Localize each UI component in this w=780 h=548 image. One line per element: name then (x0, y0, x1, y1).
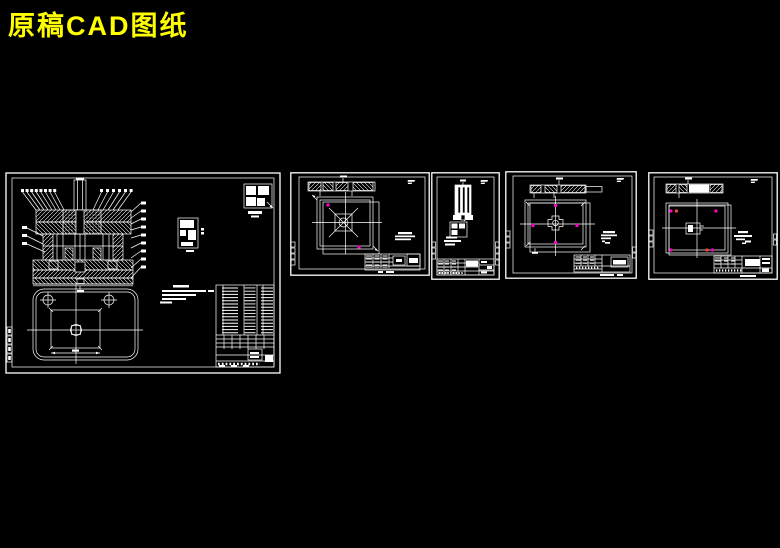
edge-stack (290, 241, 296, 266)
bom-table (215, 284, 275, 368)
sheet-frame (505, 171, 637, 279)
edge-stack (648, 229, 777, 248)
title-block (713, 255, 773, 277)
detail-view (449, 215, 470, 238)
punch-view (453, 179, 473, 221)
section-strip (665, 177, 724, 198)
plate-view (520, 196, 595, 256)
plan-view (27, 284, 143, 364)
notes (395, 232, 415, 241)
title-block (573, 254, 631, 276)
technical-notes (160, 285, 214, 304)
cad-sheet-assembly (5, 172, 281, 374)
corner-mark (407, 180, 415, 184)
part-detail (177, 217, 204, 252)
corner-mark (750, 179, 758, 183)
section-view (32, 177, 134, 293)
corner-mark (616, 178, 624, 182)
signature-stack (6, 326, 13, 363)
sheet-frame (290, 172, 430, 276)
sheet-frame (648, 172, 778, 280)
page-title: 原稿CAD图纸 (8, 11, 189, 41)
edge-stack (431, 241, 500, 266)
section-strip (307, 175, 376, 196)
notes (601, 231, 617, 244)
cad-sheet-plate-2 (505, 171, 637, 279)
balloon-leaders (21, 189, 146, 279)
plate-view (311, 192, 382, 255)
notes (444, 236, 461, 246)
workpiece-detail (243, 183, 274, 218)
notes (734, 231, 752, 244)
plate-view (662, 199, 736, 258)
section-strip (529, 177, 603, 198)
title-block (364, 253, 421, 273)
cad-sheet-plate-1 (290, 172, 430, 276)
sheet-frame (5, 172, 281, 374)
cad-sheet-punch (431, 172, 500, 280)
corner-mark (480, 180, 488, 184)
cad-sheet-plate-3 (648, 172, 778, 280)
edge-stack (505, 230, 637, 259)
title-block (436, 258, 495, 276)
